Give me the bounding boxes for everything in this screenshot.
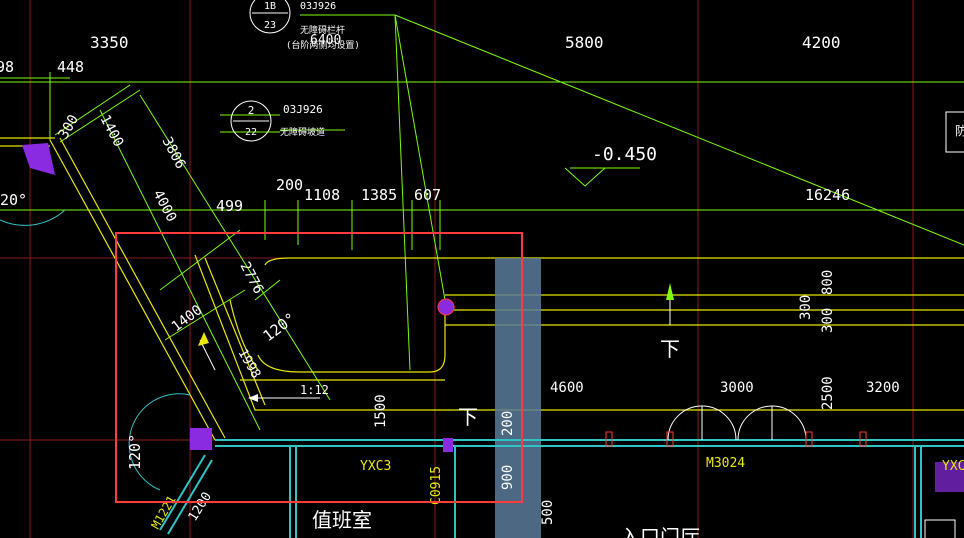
callout-top-num: 1B [264, 1, 276, 12]
slope-ratio: 1:12 [300, 383, 329, 397]
ramp-outline [0, 137, 964, 441]
selection-rectangle[interactable] [115, 232, 523, 503]
door-swings [667, 405, 807, 441]
dim-900: 900 [500, 465, 516, 490]
axis-dim-3350: 3350 [90, 33, 129, 52]
ramp-dimensions [54, 84, 331, 431]
door-m3024: M3024 [706, 456, 745, 471]
callout-top-sheet: 23 [264, 20, 276, 31]
right-edge-text: 防 [955, 123, 964, 138]
column-element [495, 258, 541, 538]
dim-300-right-b: 300 [820, 308, 836, 333]
callout-top-ref: 03J926 [300, 1, 336, 12]
callout-ramp-ref: 03J926 [283, 103, 323, 116]
stair-down-label: 下 [660, 337, 680, 361]
angle-120-left: 20° [0, 191, 27, 209]
marker-window [443, 438, 453, 452]
room-duty: 值班室 [312, 508, 372, 532]
marker-top-left [22, 143, 55, 175]
window-yxc3: YXC3 [360, 459, 391, 474]
up-arrow-icon [666, 283, 674, 300]
ramp-arrow-icon [198, 332, 209, 346]
dim-2500: 2500 [820, 376, 836, 410]
callout-ramp-desc: 无障碍坡道 [280, 126, 325, 138]
angle-120-bottom: 120° [126, 434, 144, 470]
walls [159, 439, 964, 538]
dim-300-right-a: 300 [798, 295, 814, 320]
callout-ramp: 2 22 03J926 无障碍坡道 [230, 100, 325, 142]
window-c0915: C0915 [429, 466, 444, 505]
dim-4000: 4000 [149, 187, 179, 224]
dim-1400-top: 1400 [96, 112, 126, 149]
marker-right [935, 462, 964, 492]
marker-corner [190, 428, 212, 450]
marker-node [437, 298, 455, 316]
dim-4600: 4600 [550, 380, 584, 396]
dim-3200: 3200 [866, 380, 900, 396]
right-edge-box [945, 111, 964, 153]
dim-16246: 16246 [805, 186, 850, 204]
dim-200: 200 [276, 176, 303, 194]
callout-top-desc: 无障碍栏杆 [300, 24, 345, 36]
door-frames [605, 431, 867, 447]
elevation-label: -0.450 [592, 144, 657, 165]
callout-top-partial: 6400 [310, 33, 341, 48]
callout-ramp-num: 2 [248, 104, 255, 117]
door-m1221: M1221 [148, 493, 178, 531]
right-bottom-box [924, 519, 956, 538]
top-dimension-line [0, 72, 964, 250]
window-yxc-right: YXC [942, 459, 964, 474]
dim-800: 800 [820, 270, 836, 295]
leader-lines [220, 14, 964, 371]
dim-1400-mid: 1400 [169, 302, 206, 335]
dim-499: 499 [216, 197, 243, 215]
dim-3000: 3000 [720, 380, 754, 396]
dim-2776: 2776 [236, 259, 266, 296]
axis-dim-4200: 4200 [802, 33, 841, 52]
dim-607: 607 [414, 186, 441, 204]
axis-dim-448: 448 [57, 58, 84, 76]
callout-top: 1B 23 03J926 无障碍栏杆 (台阶两侧均设置) 6400 [249, 0, 360, 51]
dim-1998: 1998 [235, 347, 264, 382]
slope-arrow-icon [248, 394, 258, 402]
axis-dim-5800: 5800 [565, 33, 604, 52]
callout-top-desc2: (台阶两侧均设置) [286, 39, 360, 51]
dim-1385: 1385 [361, 186, 397, 204]
axis-dim-98: 98 [0, 58, 14, 76]
angle-arcs [0, 209, 191, 491]
room-lobby: 入口门厅 [620, 525, 700, 538]
dim-1500: 1500 [373, 394, 389, 428]
dim-1108: 1108 [304, 186, 340, 204]
callout-ramp-sheet: 22 [245, 127, 257, 138]
dim-500: 500 [540, 500, 556, 525]
dim-200-vert: 200 [500, 411, 516, 436]
dim-300-top: 300 [56, 112, 83, 142]
dim-3806: 3806 [158, 134, 188, 171]
angle-120-mid: 120° [260, 309, 300, 345]
stair-down-label-2: 下 [458, 405, 478, 429]
